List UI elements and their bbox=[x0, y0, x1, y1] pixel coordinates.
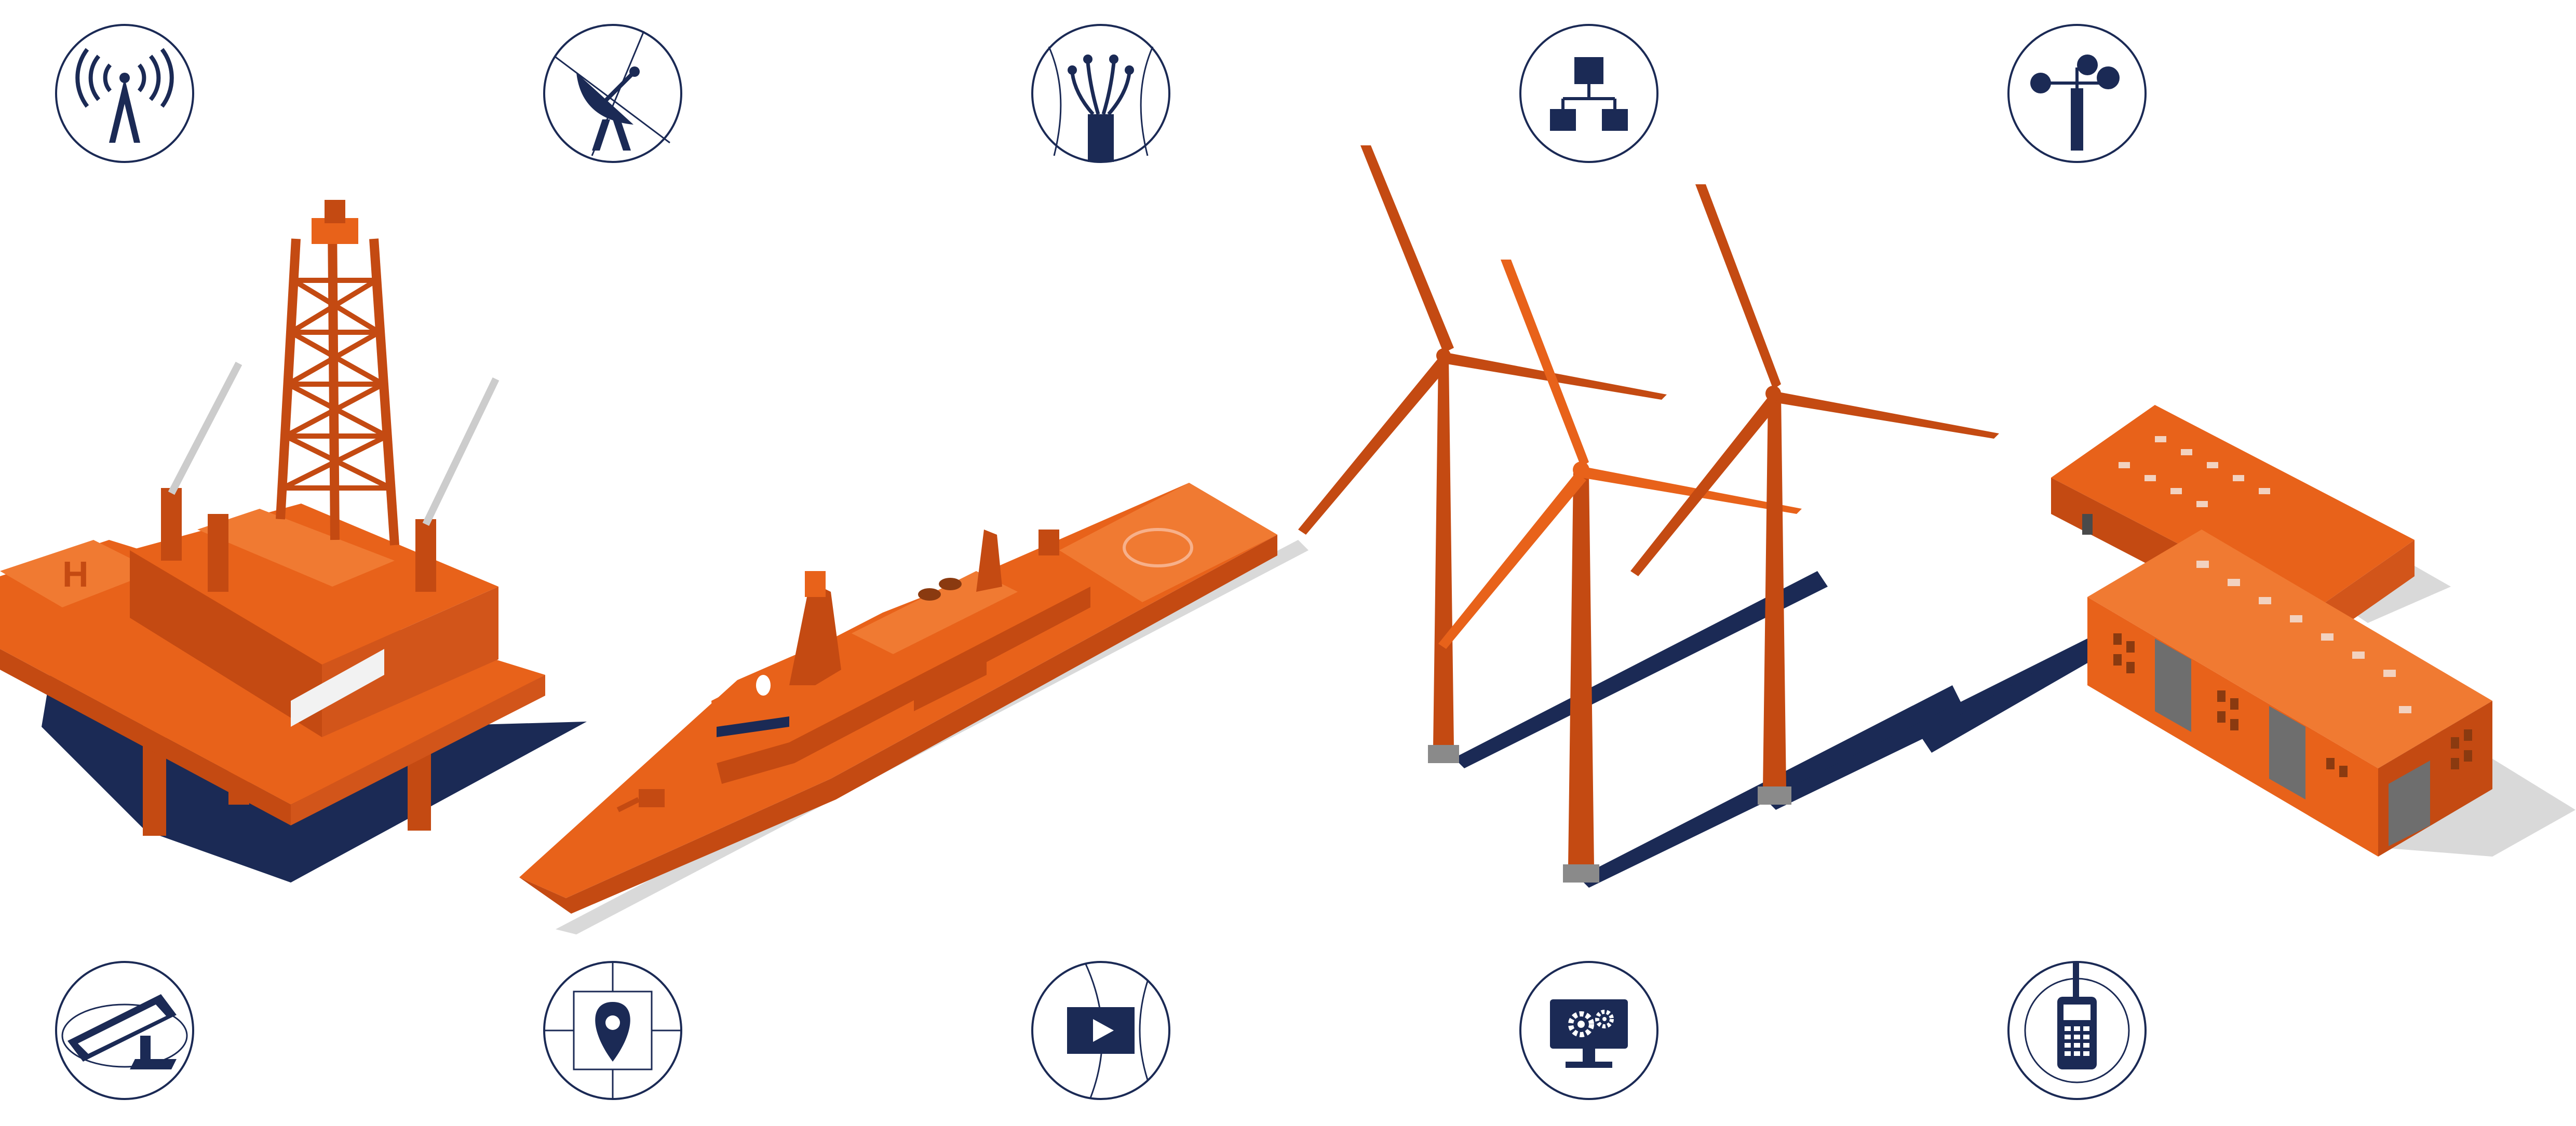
svg-text:H: H bbox=[62, 554, 89, 594]
fiber-optic-icon bbox=[1031, 24, 1170, 163]
oil-rig-platform: H bbox=[0, 200, 587, 883]
wind-turbines bbox=[1298, 145, 2098, 888]
satellite-dish-icon bbox=[543, 24, 682, 163]
location-pin-icon bbox=[543, 961, 682, 1100]
anemometer-icon bbox=[2007, 24, 2147, 163]
naval-ship bbox=[519, 483, 1309, 934]
bottom-icon-row bbox=[55, 961, 2147, 1100]
two-way-radio-icon bbox=[2007, 961, 2147, 1100]
wind-turbine bbox=[1630, 184, 1999, 805]
network-hierarchy-icon bbox=[1519, 24, 1658, 163]
cctv-camera-icon bbox=[55, 961, 194, 1100]
video-play-icon bbox=[1031, 961, 1170, 1100]
radio-tower-icon bbox=[55, 24, 194, 163]
monitor-settings-icon bbox=[1519, 961, 1658, 1100]
wind-turbine bbox=[1298, 145, 1667, 763]
top-icon-row bbox=[55, 24, 2147, 163]
industrial-buildings bbox=[1921, 405, 2575, 857]
wind-turbine bbox=[1438, 260, 1802, 883]
